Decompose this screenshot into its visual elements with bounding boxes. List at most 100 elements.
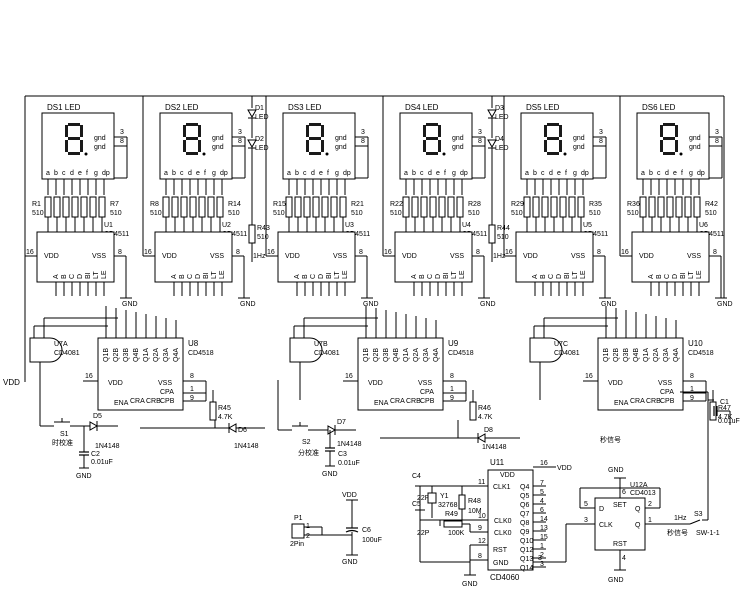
d8-circuit: D8 1N4148 [380, 420, 520, 451]
u11-pin8: 8 [478, 553, 482, 560]
segment-resistor [207, 196, 215, 218]
display-gnd-label: gnd [573, 135, 585, 142]
seg-pin-label: a [46, 170, 50, 177]
segment-f [306, 125, 309, 137]
counter-pin-label: Q4A [673, 348, 680, 362]
resistor-value: 510 [627, 210, 639, 217]
cd4511-decoder [277, 231, 356, 283]
pin-number: 8 [118, 249, 122, 256]
counter-pin-label: Q3B [623, 348, 630, 362]
pin-number: 8 [690, 373, 694, 380]
and-gate-label: U7A [54, 341, 68, 348]
segment-a [186, 123, 198, 126]
resistor-label: R15 [273, 201, 286, 208]
resistor-value: 510 [497, 234, 509, 241]
decimal-point [202, 152, 206, 156]
gnd-label: GND [240, 301, 256, 308]
decoder-type: CD4511 [104, 231, 129, 238]
decoder-input-label: A [411, 274, 418, 279]
seg-pin-label: c [62, 170, 66, 177]
segment-resistor [294, 196, 302, 218]
cd4511-decoder [631, 231, 710, 283]
segment-a [68, 123, 80, 126]
resistor-value: 510 [390, 210, 402, 217]
segment-resistor [321, 196, 329, 218]
decoder-vss: VSS [92, 253, 106, 260]
seg-pin-label: e [319, 170, 323, 177]
s3-switch[interactable] [689, 519, 701, 525]
colon-resistor [248, 224, 256, 244]
resistor-value: 510 [468, 210, 480, 217]
segment-resistor [420, 196, 428, 218]
segment-resistor [330, 196, 338, 218]
decoder-label: U1 [104, 222, 113, 229]
decimal-point [325, 152, 329, 156]
d7-type: 1N4148 [337, 441, 362, 448]
u12a-pin3: 3 [584, 517, 588, 524]
decoder-input-label: A [532, 274, 539, 279]
y1-crystal [427, 492, 437, 504]
u11-output-label: Q6 [520, 502, 529, 509]
seg-pin-label: dp [220, 170, 228, 177]
counter-pin-label: Q1A [143, 348, 150, 362]
decoder-type: CD4511 [462, 231, 487, 238]
u12a-rst: RST [613, 541, 628, 548]
decoder-type: CD4511 [345, 231, 370, 238]
decoder-input-label: A [294, 274, 301, 279]
power-input: P1 2Pin 1 2 VDD C6 100uF GND [290, 492, 382, 566]
sec-signal-label: 秒信号 [600, 435, 621, 444]
segment-resistor [648, 196, 656, 218]
decoder-vdd: VDD [639, 253, 654, 260]
gnd-u11: GND [462, 581, 478, 588]
counter-cra: CRA [390, 398, 405, 405]
pin-number: 16 [384, 249, 392, 256]
seg-pin-label: c [420, 170, 424, 177]
decoder-label: U6 [699, 222, 708, 229]
colon-led-upper [247, 109, 257, 119]
set-hour-circuit: S1 时校准 D5 1N4148 C2 0.01uF GND [39, 390, 120, 480]
seg-pin-label: dp [343, 170, 351, 177]
cd4518-counter [357, 337, 444, 411]
counter-pin-label: Q4B [393, 348, 400, 362]
u11-clk1: CLK1 [493, 484, 511, 491]
d6-type: 1N4148 [234, 443, 259, 450]
u11-output-pin: 7 [540, 480, 544, 487]
decoder-input-label: A [648, 274, 655, 279]
u11-output-label: Q13 [520, 556, 533, 563]
u11-output-pin: 14 [540, 516, 548, 523]
decoder-input-label: B [656, 274, 663, 279]
segment-e [183, 140, 186, 152]
r49-value: 100K [448, 530, 465, 537]
resistor-label: R46 [478, 405, 491, 412]
segment-f [423, 125, 426, 137]
decoder-input-label: A [171, 274, 178, 279]
segment-e [544, 140, 547, 152]
cd4511-decoder [394, 231, 473, 283]
seg-pin-label: a [287, 170, 291, 177]
p1-pin2: 2 [306, 533, 310, 540]
u11-pin11: 11 [478, 479, 485, 486]
pulldown-resistor [709, 401, 717, 421]
p1-connector[interactable] [291, 523, 305, 539]
pin-number: 3 [361, 129, 365, 136]
segment-resistor [675, 196, 683, 218]
s3-label: S3 [694, 511, 703, 518]
counter-crb: CRB [406, 398, 421, 405]
freq-label: 1Hz [493, 253, 506, 260]
u12a-q: Q [635, 522, 641, 529]
and-gate [529, 337, 563, 363]
decoder-input-label: C [187, 274, 194, 279]
u11-pin12: 12 [478, 538, 486, 545]
resistor-value: 4.7K [718, 414, 733, 421]
counter-pin-label: Q4A [173, 348, 180, 362]
resistor-label: R45 [218, 405, 231, 412]
resistor-value: 4.7K [478, 414, 493, 421]
seg-pin-label: d [70, 170, 74, 177]
segment-resistor [53, 196, 61, 218]
decoder-input-label: C [664, 274, 671, 279]
counter-pin-label: Q3A [163, 348, 170, 362]
counter-type: CD4518 [688, 350, 714, 357]
seg-pin-label: b [649, 170, 653, 177]
